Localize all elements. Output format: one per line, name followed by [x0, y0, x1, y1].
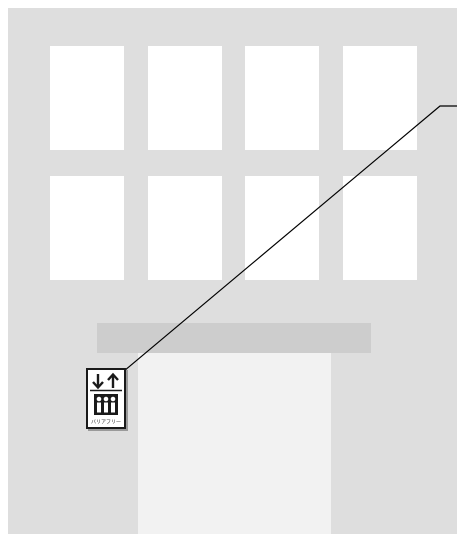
window-r1-c2	[148, 46, 222, 150]
window-r2-c3	[245, 176, 319, 280]
window-r2-c1	[50, 176, 124, 280]
window-r1-c1	[50, 46, 124, 150]
window-r2-c4	[343, 176, 417, 280]
elevator-icon: バリアフリー	[88, 370, 124, 427]
window-r1-c3	[245, 46, 319, 150]
elevator-sign-caption: バリアフリー	[91, 420, 121, 426]
window-r2-c2	[148, 176, 222, 280]
elevator-sign: バリアフリー	[86, 368, 126, 429]
window-r1-c4	[343, 46, 417, 150]
entrance-doorway	[138, 353, 331, 534]
entrance-awning	[97, 323, 371, 353]
